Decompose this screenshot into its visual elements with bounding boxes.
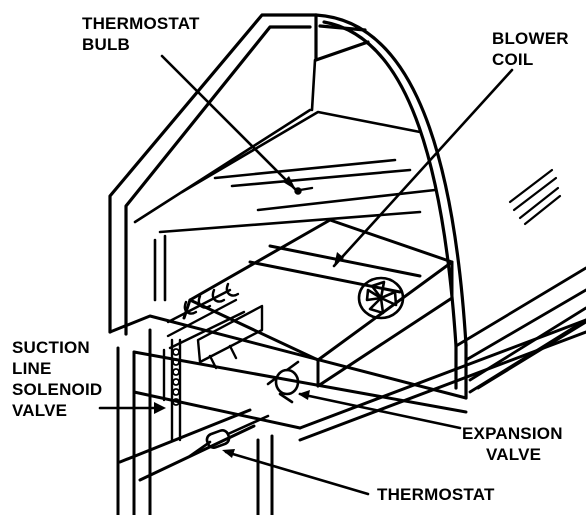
label-blower-coil: BLOWER COIL [492, 28, 569, 70]
label-thermostat-bulb-line1: THERMOSTAT [82, 14, 200, 33]
leader-lines [98, 54, 514, 496]
thermostat-bulb-tube [294, 186, 314, 195]
label-thermostat-line1: THERMOSTAT [377, 485, 495, 504]
label-suction-line2: LINE [12, 359, 52, 378]
label-expansion-line2: VALVE [486, 445, 542, 464]
base-cabinet [108, 314, 586, 515]
label-thermostat: THERMOSTAT [377, 484, 495, 505]
cabinet-outline [108, 13, 468, 400]
leader-blower-coil [332, 68, 514, 268]
blower-coil-housing [182, 218, 454, 388]
leader-thermostat-bulb [160, 54, 298, 192]
front-rail [454, 266, 586, 394]
label-expansion-valve: EXPANSION VALVE [462, 423, 563, 465]
label-suction-line-solenoid-valve: SUCTION LINE SOLENOID VALVE [12, 337, 102, 421]
label-suction-line3: SOLENOID [12, 380, 103, 399]
blower-fan-icon [357, 276, 405, 320]
interior-panels [133, 58, 437, 302]
label-expansion-line1: EXPANSION [462, 424, 563, 443]
label-suction-line4: VALVE [12, 401, 68, 420]
leader-arrowheads [154, 176, 344, 458]
glass-reflection [508, 168, 562, 226]
suction-solenoid-beads [172, 348, 180, 406]
leader-expansion-valve [298, 392, 462, 430]
label-suction-line1: SUCTION [12, 338, 90, 357]
leader-thermostat [224, 450, 370, 496]
label-thermostat-bulb-line2: BULB [82, 35, 131, 54]
label-blower-coil-line1: BLOWER [492, 29, 569, 48]
label-thermostat-bulb: THERMOSTAT BULB [82, 13, 200, 55]
label-blower-coil-line2: COIL [492, 50, 534, 69]
